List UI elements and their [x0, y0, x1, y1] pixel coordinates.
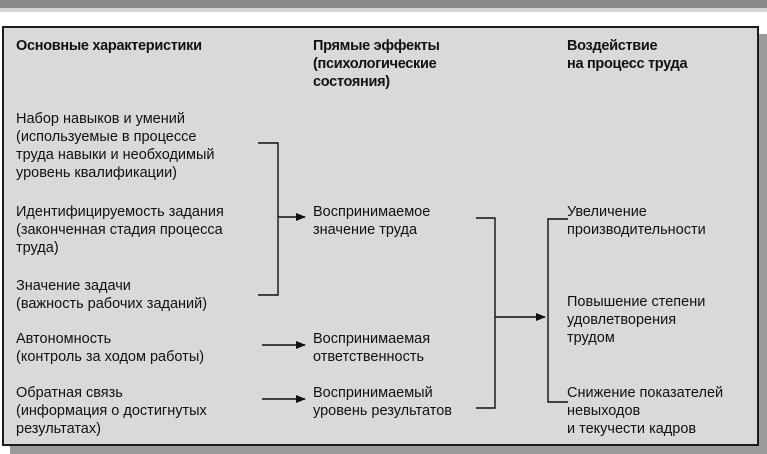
- bracket-first-three-characteristics: [258, 142, 279, 296]
- top-decorative-bar: [0, 0, 767, 8]
- characteristic-task-identity: Идентифицируемость задания (законченная …: [16, 204, 224, 256]
- effect-meaningfulness: Воспринимаемое значение труда: [313, 204, 431, 238]
- header-characteristics: Основные характеристики: [16, 38, 202, 54]
- effect-responsibility: Воспринимаемая ответственность: [313, 331, 431, 365]
- characteristic-skill-variety: Набор навыков и умений (используемые в п…: [16, 111, 215, 181]
- characteristic-feedback: Обратная связь (информация о достигнутых…: [16, 385, 207, 437]
- diagram-panel: [2, 26, 759, 446]
- effect-knowledge-of-results: Воспринимаемый уровень результатов: [313, 385, 452, 419]
- outcome-productivity: Увеличение производительности: [567, 204, 706, 238]
- header-impact: Воздействие на процесс труда: [567, 38, 688, 72]
- bracket-outcomes: [547, 218, 568, 403]
- top-decorative-bar-light: [0, 8, 767, 12]
- header-direct-effects: Прямые эффекты (психологические состояни…: [313, 38, 440, 90]
- bracket-effects: [476, 217, 496, 409]
- outcome-absenteeism-turnover: Снижение показателей невыходов и текучес…: [567, 385, 724, 437]
- characteristic-autonomy: Автономность (контроль за ходом работы): [16, 331, 205, 365]
- outcome-satisfaction: Повышение степени удовлетворения трудом: [567, 294, 706, 346]
- characteristic-task-significance: Значение задачи (важность рабочих задани…: [16, 278, 208, 312]
